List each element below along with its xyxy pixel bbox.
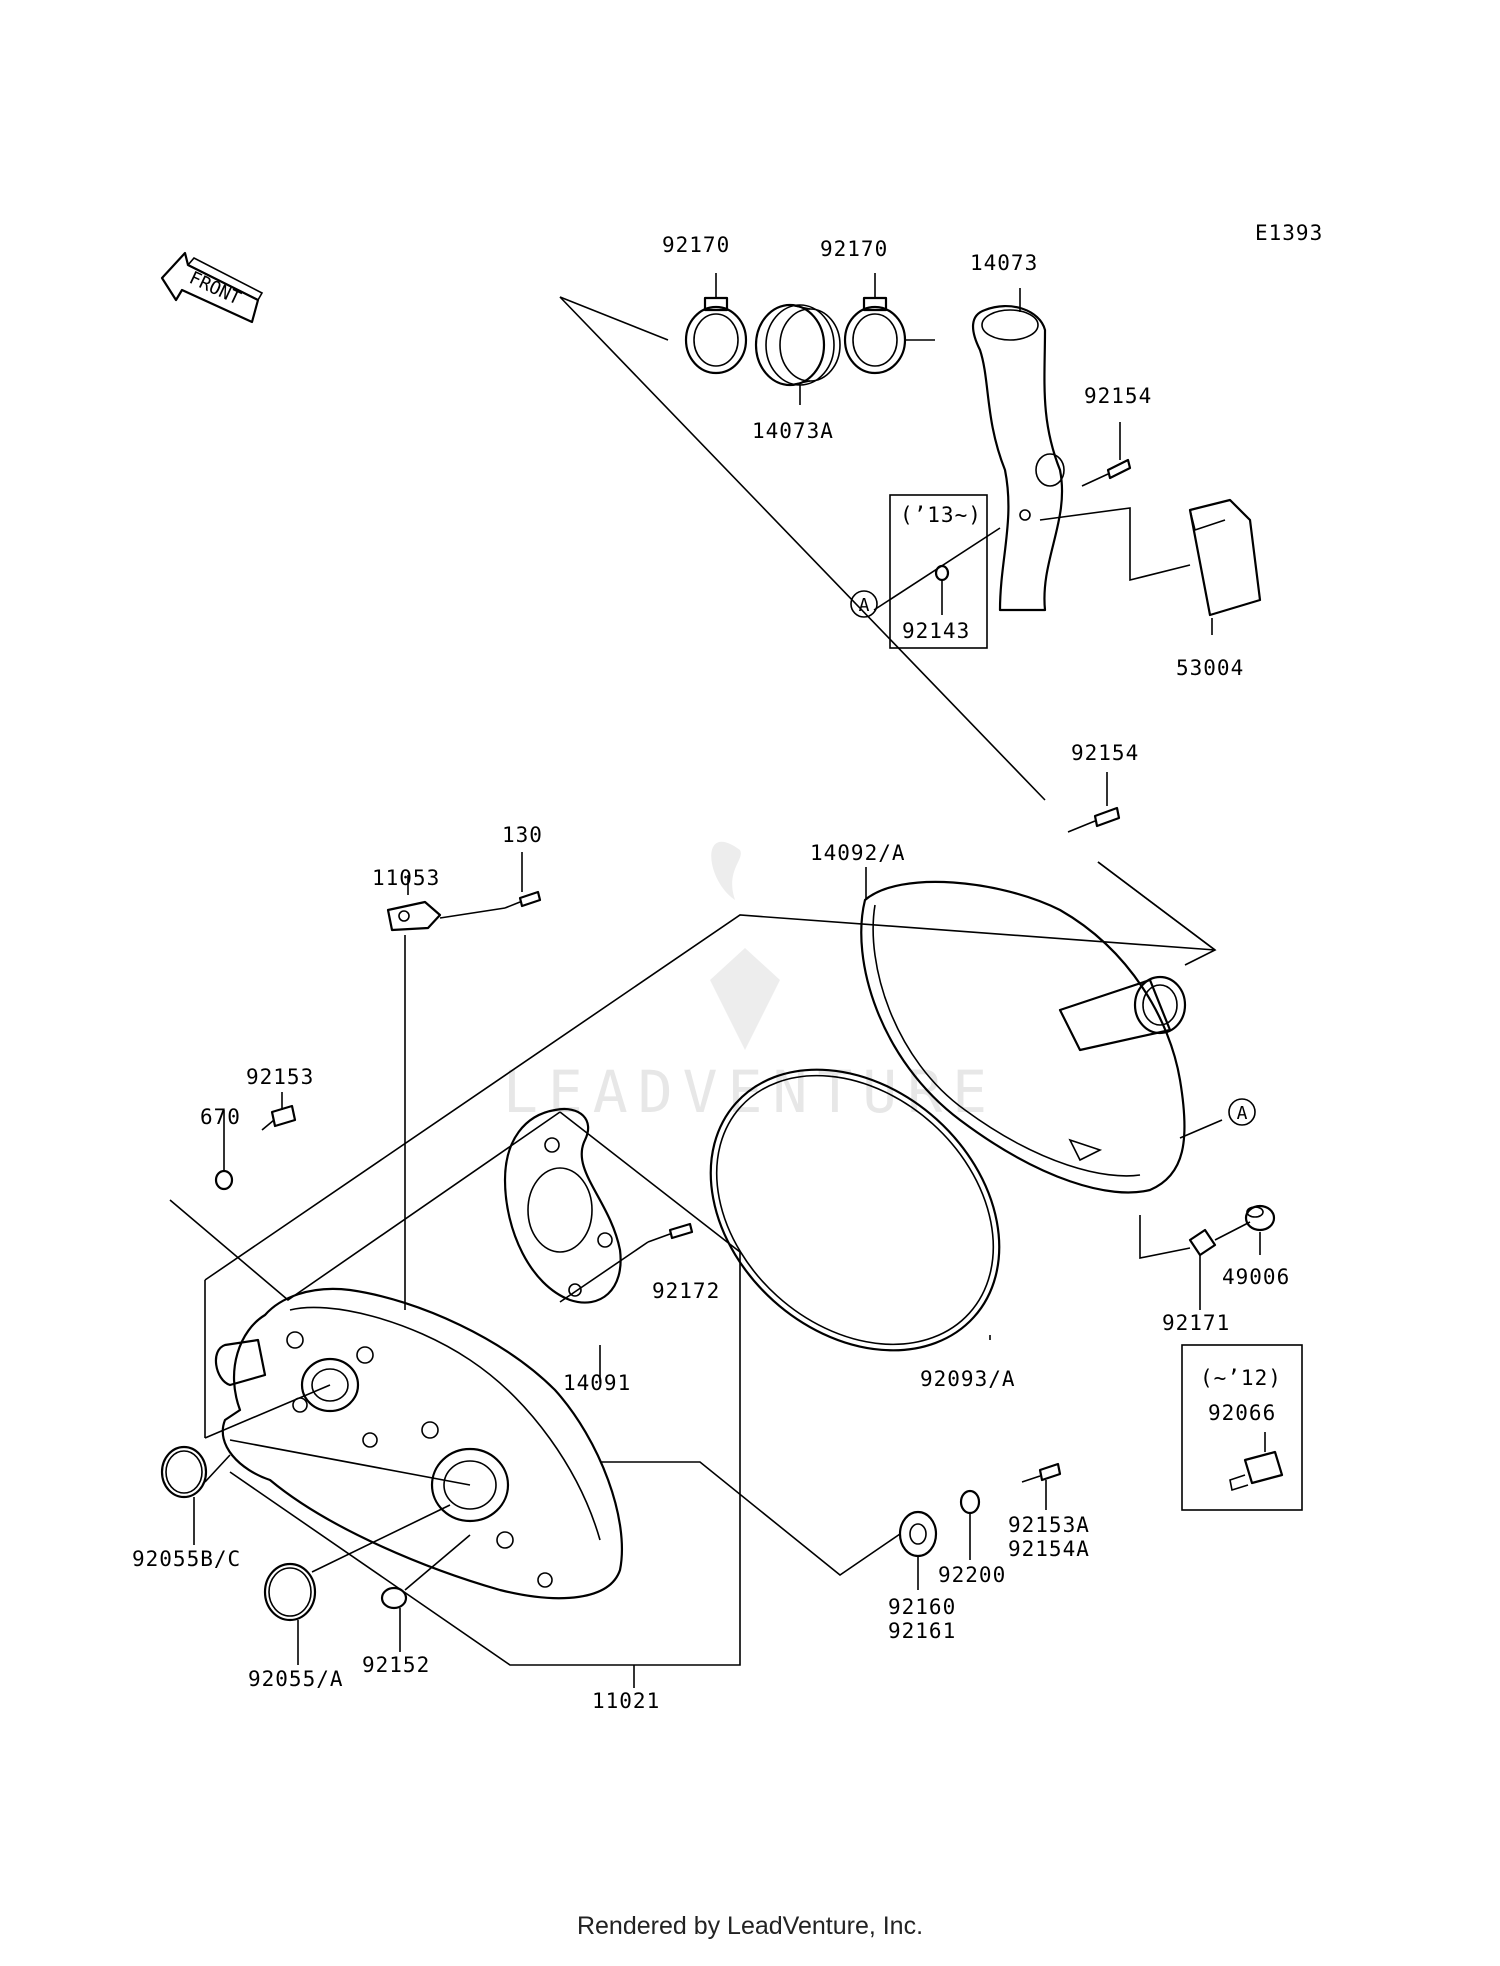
bracket-11053-icon	[386, 900, 442, 932]
clamp-92170-left-icon	[684, 296, 748, 375]
plug-92152-icon	[380, 1586, 408, 1610]
front-arrow-icon: FRONT	[160, 251, 264, 324]
label-92154a: 92154A	[1008, 1537, 1090, 1561]
box-12-label: (~’12)	[1200, 1366, 1282, 1390]
label-92200: 92200	[938, 1563, 1006, 1587]
label-92066: 92066	[1208, 1401, 1276, 1425]
duct-14073a-icon	[754, 303, 841, 387]
label-92154-mid: 92154	[1071, 741, 1139, 765]
callout-a-cover: A	[1228, 1098, 1256, 1126]
oring-670-icon	[214, 1169, 234, 1191]
front-label: FRONT	[186, 267, 244, 309]
bolt-92153-icon	[261, 1104, 297, 1131]
washer-92200-icon	[959, 1489, 981, 1515]
hose-14073-icon	[972, 305, 1065, 612]
plate-14091-icon	[503, 1107, 622, 1304]
label-92161: 92161	[888, 1619, 956, 1643]
label-92172: 92172	[652, 1279, 720, 1303]
label-92152: 92152	[362, 1653, 430, 1677]
oring-92055bc-icon	[160, 1445, 208, 1499]
clip-92171-icon	[1188, 1228, 1217, 1257]
inner-cover-11021-icon	[214, 1287, 624, 1600]
label-670: 670	[200, 1105, 241, 1129]
svg-text:A: A	[859, 595, 870, 616]
label-92055a: 92055/A	[248, 1667, 344, 1691]
label-130: 130	[502, 823, 543, 847]
label-14091: 14091	[563, 1371, 631, 1395]
label-92160: 92160	[888, 1595, 956, 1619]
label-14073a: 14073A	[752, 419, 834, 443]
switch-92066-icon	[1229, 1450, 1284, 1492]
label-92154-top: 92154	[1084, 384, 1152, 408]
label-92170-right: 92170	[820, 237, 888, 261]
label-49006: 49006	[1222, 1265, 1290, 1289]
diagram-code: E1393	[1255, 221, 1323, 245]
part-labels: 92170 92170 14073 14073A 92154 92143 530…	[132, 233, 1290, 1713]
grommet-92160-icon	[898, 1510, 938, 1558]
label-92170-left: 92170	[662, 233, 730, 257]
label-92093a: 92093/A	[920, 1367, 1016, 1391]
label-11021: 11021	[592, 1689, 660, 1713]
watermark: LEADVENTURE	[503, 841, 987, 1126]
bolt-92154-top-icon	[1081, 458, 1132, 487]
oring-92055a-icon	[263, 1562, 317, 1622]
label-14092a: 14092/A	[810, 841, 906, 865]
label-53004-icon	[1188, 498, 1262, 617]
label-92171: 92171	[1162, 1311, 1230, 1335]
label-14073: 14073	[970, 251, 1038, 275]
label-92153: 92153	[246, 1065, 314, 1089]
footer-credit: Rendered by LeadVenture, Inc.	[576, 1912, 924, 1940]
outer-cover-14092a-icon	[860, 880, 1187, 1194]
gasket-92093a-icon	[709, 1068, 1001, 1352]
label-53004: 53004	[1176, 656, 1244, 680]
box-13-label: (’13~)	[900, 503, 982, 527]
bolt-130-icon	[504, 890, 542, 909]
label-11053: 11053	[372, 866, 440, 890]
box-12	[1181, 1344, 1303, 1511]
callout-a-top: A	[850, 590, 878, 618]
clamp-92170-right-icon	[843, 296, 907, 375]
bolt-92153a-icon	[1021, 1462, 1062, 1483]
label-92153a: 92153A	[1008, 1513, 1090, 1537]
bolt-92154-mid-icon	[1067, 806, 1121, 833]
svg-text:A: A	[1237, 1103, 1248, 1124]
bolt-92172-icon	[647, 1222, 694, 1243]
label-92055bc: 92055B/C	[132, 1547, 241, 1571]
label-92143: 92143	[902, 619, 970, 643]
leader-lines	[169, 273, 1266, 1688]
box-13	[889, 494, 988, 649]
cap-49006-icon	[1244, 1204, 1276, 1232]
